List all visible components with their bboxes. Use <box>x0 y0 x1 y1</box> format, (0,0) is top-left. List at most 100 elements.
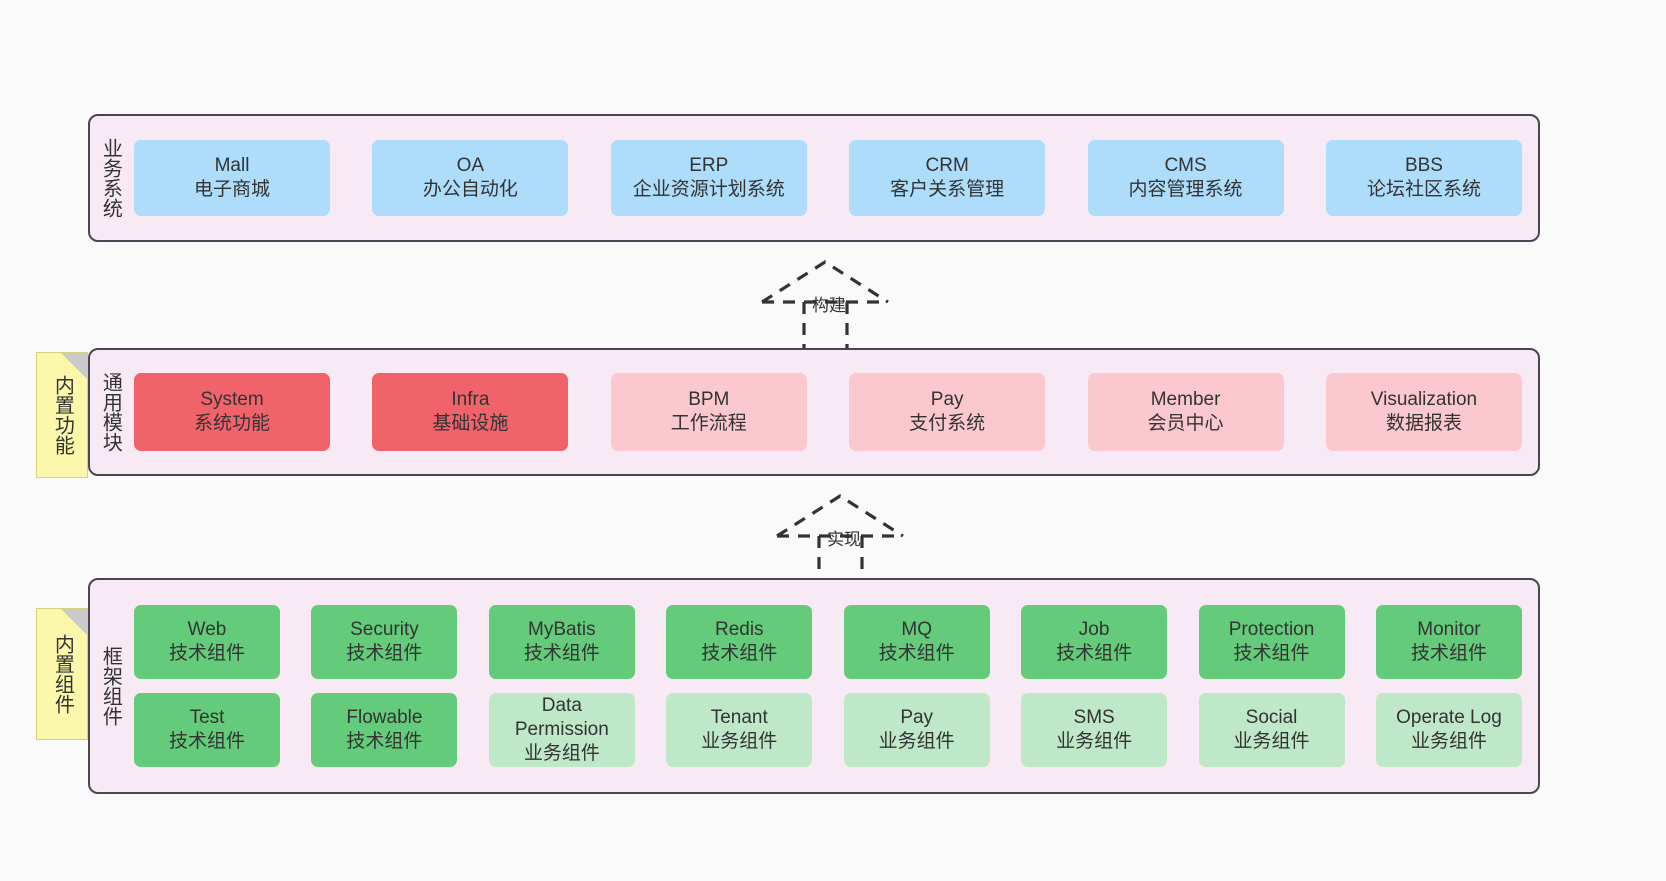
note-fold-corner-icon <box>61 353 87 379</box>
module-card-subtitle: 业务组件 <box>1410 731 1487 752</box>
module-card-subtitle: 工作流程 <box>670 413 747 434</box>
module-card-title: Member <box>1150 389 1221 411</box>
module-card-subtitle: 客户关系管理 <box>890 179 1005 200</box>
layer-business-systems-label: 业务系统 <box>99 138 122 218</box>
layer-common-modules-label: 通用模块 <box>99 372 122 452</box>
module-card-title: CMS <box>1164 155 1207 177</box>
module-card-title: MQ <box>901 619 932 641</box>
module-card-subtitle: 业务组件 <box>701 731 778 752</box>
module-card-subtitle: 技术组件 <box>878 643 955 664</box>
module-card-subtitle: 办公自动化 <box>422 179 518 200</box>
module-card-title: Operate Log <box>1396 707 1502 729</box>
module-card-title: Visualization <box>1370 389 1478 411</box>
module-card-title: BPM <box>688 389 730 411</box>
module-card-title: CRM <box>925 155 969 177</box>
module-card-subtitle: 技术组件 <box>1410 643 1487 664</box>
note-builtin-function-label: 内置功能 <box>51 375 74 455</box>
note-builtin-function: 内置功能 <box>36 352 88 478</box>
module-card-subtitle: 支付系统 <box>909 413 986 434</box>
module-card-title: Mall <box>214 155 250 177</box>
module-card-subtitle: 内容管理系统 <box>1128 179 1243 200</box>
module-card-title: Web <box>187 619 227 641</box>
module-card-subtitle: 业务组件 <box>1233 731 1310 752</box>
module-card-subtitle: 业务组件 <box>878 731 955 752</box>
module-card-subtitle: 技术组件 <box>523 643 600 664</box>
module-card-title: Protection <box>1228 619 1315 641</box>
module-card-subtitle: 技术组件 <box>168 643 245 664</box>
module-card-subtitle: 会员中心 <box>1147 413 1224 434</box>
module-card-title: Security <box>350 619 419 641</box>
module-card-title: Flowable <box>346 707 423 729</box>
note-builtin-component: 内置组件 <box>36 608 88 740</box>
layer-framework-components-label: 框架组件 <box>99 646 122 726</box>
module-card-title: Test <box>189 707 225 729</box>
module-card-subtitle: 业务组件 <box>1056 731 1133 752</box>
connector-build-arrow-icon <box>761 260 889 352</box>
module-card-title: Infra <box>451 389 490 411</box>
module-card-subtitle: 论坛社区系统 <box>1366 179 1481 200</box>
connector-build-label: 构建 <box>812 296 846 315</box>
module-card-subtitle: 技术组件 <box>346 643 423 664</box>
module-card-subtitle: 技术组件 <box>701 643 778 664</box>
module-card-title: MyBatis <box>528 619 596 641</box>
connector-implement: 实现 <box>765 486 935 586</box>
module-card-title: System <box>200 389 264 411</box>
module-card-title: ERP <box>689 155 729 177</box>
module-card-subtitle: 技术组件 <box>346 731 423 752</box>
module-card-subtitle: 基础设施 <box>432 413 509 434</box>
connector-implement-arrow-icon <box>776 494 904 586</box>
module-card-subtitle: 业务组件 <box>523 742 600 764</box>
module-card-title: Monitor <box>1417 619 1481 641</box>
module-card-subtitle: 技术组件 <box>1056 643 1133 664</box>
module-card-subtitle: 技术组件 <box>168 731 245 752</box>
module-card-subtitle: 电子商城 <box>193 179 270 200</box>
note-builtin-component-label: 内置组件 <box>51 634 74 714</box>
connector-build: 构建 <box>750 252 920 352</box>
module-card-subtitle: 系统功能 <box>193 413 270 434</box>
module-card-title: Job <box>1078 619 1110 641</box>
module-card-subtitle: 企业资源计划系统 <box>632 179 785 200</box>
module-card-title: Redis <box>714 619 764 641</box>
module-card-title: Social <box>1245 707 1298 729</box>
module-card-title: Tenant <box>710 707 768 729</box>
module-card-title: OA <box>456 155 485 177</box>
connector-implement-label: 实现 <box>827 530 861 549</box>
